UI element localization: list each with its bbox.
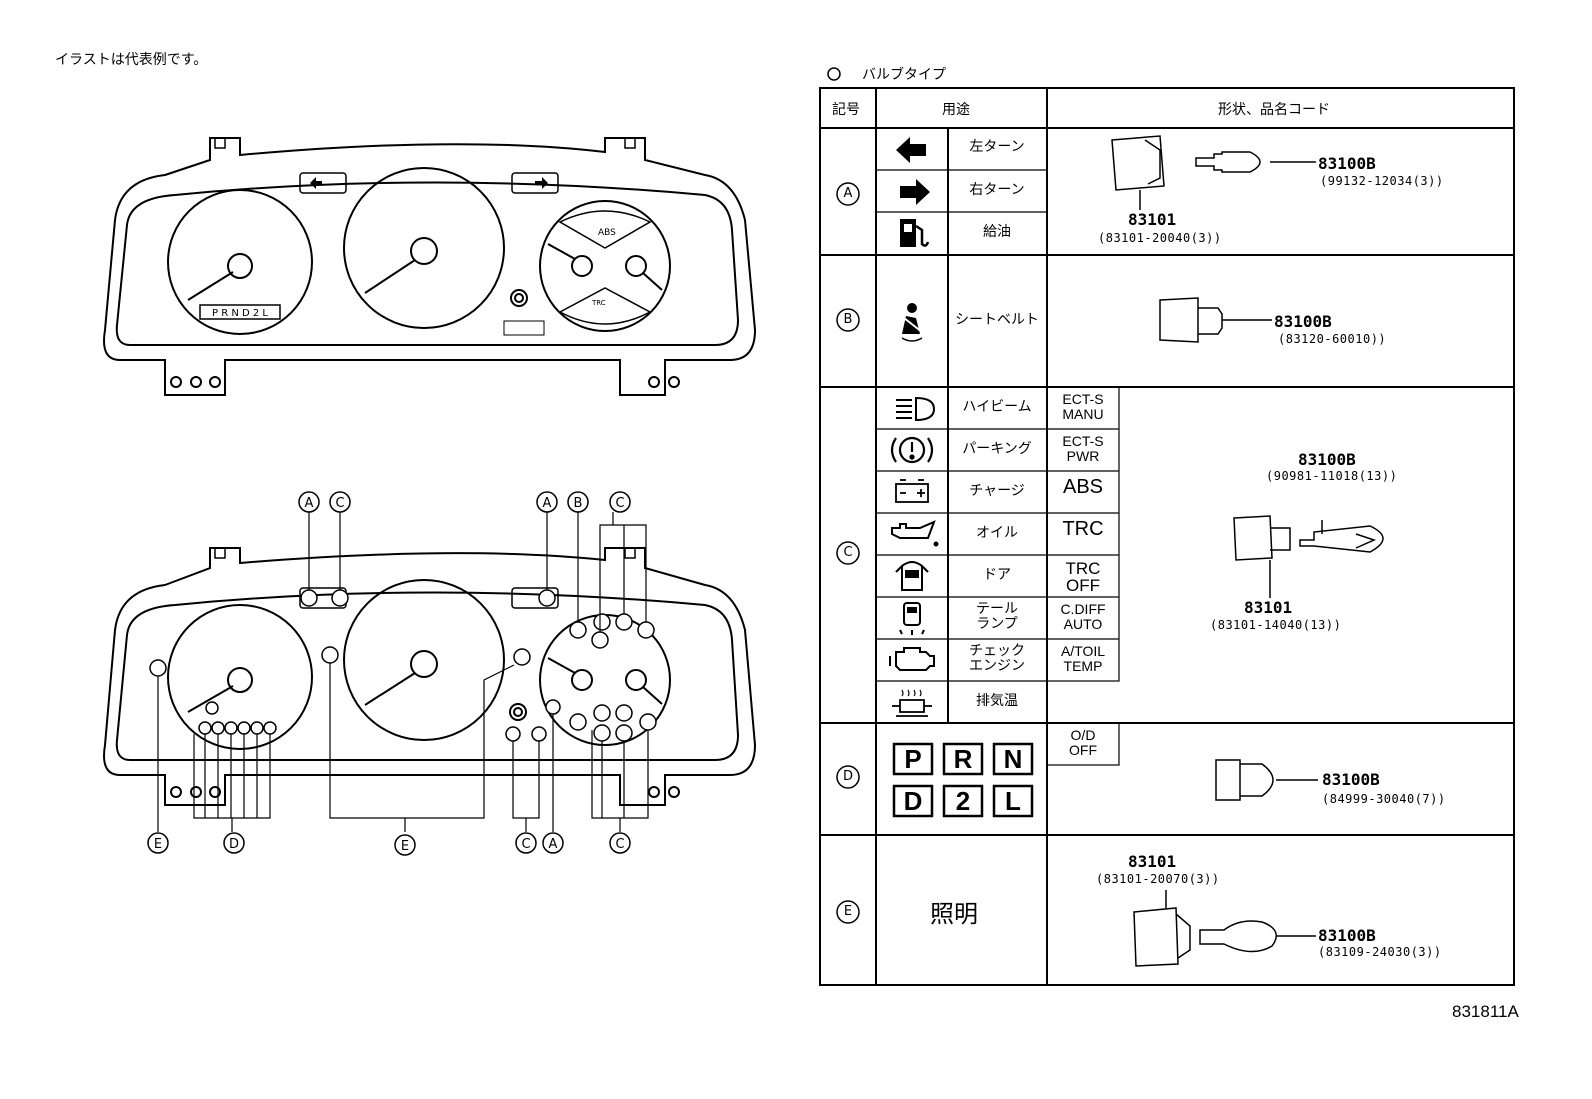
shift-n: N [1003,744,1023,774]
symbol-a: A [843,186,853,201]
tag-abs: ABS [1062,476,1104,498]
tag-ect-s-manu: ECT-S MANU [1062,391,1104,422]
usage-parking: パーキング [962,441,1032,457]
usage-tail-lamp: テール ランプ [976,601,1018,632]
usage-check-engine: チェック エンジン [969,643,1025,674]
part-code: (83109-24030(3)) [1318,945,1442,959]
tag-ect-s-pwr: ECT-S PWR [1062,433,1104,464]
abs-label: ABS [598,228,616,238]
usage-illumination: 照明 [930,900,978,928]
illustration-note: イラストは代表例です。 [55,52,208,68]
callout-circles [147,491,631,856]
usage-door: ドア [983,567,1011,583]
header-symbol: 記号 [832,102,860,118]
right-turn-icon [535,177,548,189]
callout-c: C [615,496,624,511]
tag-trc: TRC [1062,518,1104,540]
check-engine-icon [889,647,935,671]
part-number: 83100B [1318,926,1376,945]
callout-b: B [574,496,583,511]
shift-r: R [953,744,973,774]
shift-p: P [904,744,922,774]
cluster-bottom [103,512,757,832]
header-shape: 形状、品名コード [1218,102,1330,118]
header-usage: 用途 [942,102,970,118]
symbol-b: B [843,312,853,327]
tag-trc-off: TRC OFF [1065,559,1101,595]
part-code: (90981-11018(13)) [1266,469,1398,483]
callout-a: A [549,837,558,852]
tail-lamp-icon [899,602,925,635]
shift-l: L [1005,786,1021,816]
symbol-d: D [842,769,853,784]
tag-c-diff-auto: C.DIFF AUTO [1060,601,1106,632]
left-turn-icon [310,177,322,189]
oil-can-icon [891,520,939,547]
cluster-top: P R N D 2 L ABS TRC [103,137,757,396]
callout-c: C [335,496,344,511]
door-icon [895,561,929,591]
battery-icon [895,479,929,503]
fuel-pump-icon [900,219,930,247]
part-number: 83100B [1274,312,1332,331]
bulb-table [819,67,1515,986]
tag-od-off: O/D OFF [1069,727,1097,758]
legend-title: バルブタイプ [862,67,946,83]
symbol-c: C [843,545,853,560]
usage-fuel: 給油 [983,224,1011,240]
part-number: 83101 [1128,210,1177,229]
seatbelt-icon [901,303,923,342]
usage-seatbelt: シートベルト [955,312,1039,328]
callout-e: E [154,837,162,852]
part-number: 83101 [1244,598,1293,617]
document-code: 831811A [1452,1002,1519,1021]
symbol-e: E [843,904,853,919]
callout-a: A [543,496,552,511]
callout-c: C [521,837,530,852]
right-turn-icon [900,179,930,205]
callout-a: A [305,496,314,511]
part-code: (83101-14040(13)) [1210,618,1342,632]
usage-charge: チャージ [969,483,1025,499]
part-code: (83120-60010)) [1278,332,1387,346]
callout-d: D [229,837,239,852]
shift-d: D [903,786,923,816]
part-code: (99132-12034(3)) [1320,174,1444,188]
tag-at-oil-temp: A/TOIL TEMP [1060,643,1106,674]
shift-2: 2 [955,786,971,816]
part-number: 83100B [1318,154,1376,173]
part-code: (84999-30040(7)) [1322,792,1446,806]
usage-high-beam: ハイビーム [962,399,1032,415]
trc-label: TRC [591,299,606,307]
usage-left-turn: 左ターン [969,139,1025,155]
part-number: 83101 [1128,852,1177,871]
callout-e: E [401,839,409,854]
part-number: 83100B [1322,770,1380,789]
usage-exhaust-temp: 排気温 [976,693,1018,709]
legend-marker [827,67,841,81]
left-turn-icon [896,137,926,163]
part-number: 83100B [1298,450,1356,469]
usage-right-turn: 右ターン [969,182,1025,198]
prnd-label: P R N D 2 L [212,308,268,319]
usage-oil: オイル [976,525,1018,541]
high-beam-icon [896,396,936,422]
part-code: (83101-20040(3)) [1098,231,1222,245]
part-code: (83101-20070(3)) [1096,872,1220,886]
callout-c: C [615,837,624,852]
exhaust-temp-icon [892,689,932,717]
parking-brake-icon [890,436,934,464]
